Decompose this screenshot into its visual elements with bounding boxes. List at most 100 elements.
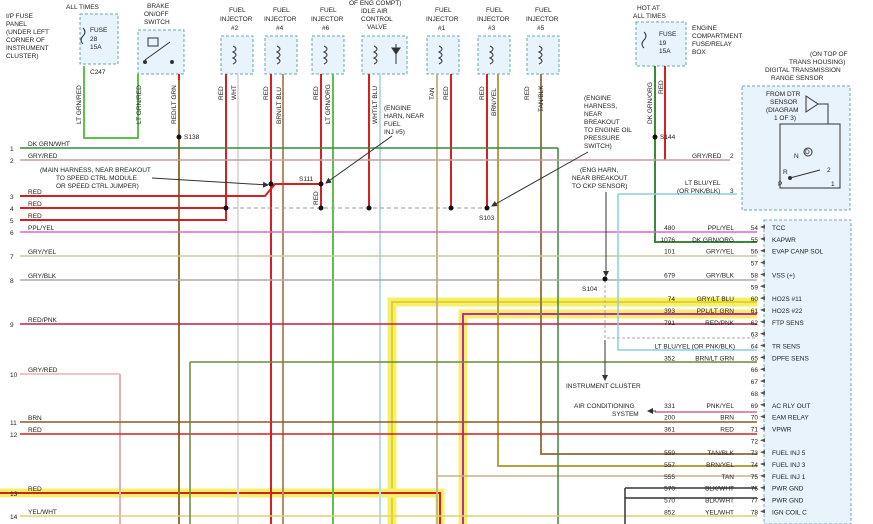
pcm-wire-color: RED/PNK [705,320,735,327]
pcm-pin-name: FUEL INJ 1 [772,474,806,481]
pcm-circuit-number: 570 [664,498,675,505]
svg-text:INJECTOR: INJECTOR [526,16,559,23]
svg-text:SWITCH): SWITCH) [584,143,612,150]
svg-text:INJECTOR: INJECTOR [264,16,297,23]
svg-text:1: 1 [831,181,835,188]
pcm-circuit-number: 101 [664,249,675,256]
svg-text:2: 2 [827,167,831,174]
pcm-wire-color: TAN/BLK [707,450,734,457]
svg-text:19: 19 [659,40,667,47]
pcm-pin-number: 62 [751,320,759,327]
svg-text:BOX: BOX [692,49,706,56]
left-row-labels: 1DK GRN/WHT2GRY/RED3RED4RED5RED6PPL/YEL7… [10,141,70,521]
svg-text:FUEL: FUEL [435,7,452,14]
pcm-wire-color: PPL/YEL [708,225,735,232]
pin-arrow-icon [760,307,765,312]
svg-text:TAN/BLK: TAN/BLK [538,85,545,112]
svg-text:OR SPEED CTRL JUMPER): OR SPEED CTRL JUMPER) [56,183,139,190]
pcm-pin-number: 63 [751,332,759,339]
pcm-circuit-number: 361 [664,426,675,433]
svg-text:RED: RED [313,86,320,100]
pin-arrow-icon [760,462,765,466]
row-number: 11 [10,420,17,427]
svg-text:S103: S103 [479,215,495,222]
pin-arrow-icon [760,236,765,241]
svg-text:FUEL: FUEL [486,7,503,14]
row-wire-color: DK GRN/WHT [28,141,70,148]
svg-text:AIR CONDITIONING: AIR CONDITIONING [574,403,635,410]
svg-text:S111: S111 [299,176,314,183]
fuse-19: FUSE 19 15A HOT AT ALL TIMES [633,5,687,67]
pcm-circuit-number: 352 [664,355,675,362]
row-number: 9 [10,322,14,329]
svg-text:FUEL: FUEL [384,121,401,128]
svg-text:PANEL: PANEL [6,21,27,28]
pcm-wire-color: RED [720,426,734,433]
svg-text:WHT/LT BLU: WHT/LT BLU [372,86,379,124]
svg-text:#3: #3 [488,25,496,32]
svg-text:TAN: TAN [429,87,436,100]
vertical-wire-labels: LT GRN/RED LT GRN/RED RED/LT GRN RED WHT… [76,80,665,205]
svg-text:N: N [794,153,799,160]
svg-text:FUSE/RELAY: FUSE/RELAY [692,41,733,48]
pcm-wire-color: BRN/YEL [706,462,734,469]
pcm-wire-color: BLK/WHT [705,498,734,505]
svg-text:RED: RED [443,86,450,100]
splice-labels: S138 S111 S103 S144 S104 [184,134,676,293]
row-number: 5 [10,218,14,225]
svg-text:(ON TOP OF: (ON TOP OF [810,51,848,58]
pcm-circuit-number: 331 [664,403,675,410]
digital-transmission-range-sensor: (ON TOP OF TRANS HOUSING) DIGITAL TRANSM… [741,51,851,211]
row-number: 8 [10,278,14,285]
svg-text:28: 28 [90,36,98,43]
pcm-wire-color: GRY/YEL [706,249,734,256]
pcm-pin-name: TR SENS [772,344,801,351]
svg-text:DIGITAL TRANSMISSION: DIGITAL TRANSMISSION [765,67,841,74]
row-number: 12 [10,432,18,439]
pcm-pin-name: EAM RELAY [772,415,809,422]
svg-text:LT GRN/RED: LT GRN/RED [136,85,143,124]
svg-text:TO CKP SENSOR): TO CKP SENSOR) [572,183,627,190]
svg-text:R: R [783,169,788,176]
pcm-wire-color: BLK/WHT [705,486,734,493]
row-number: 4 [10,206,14,213]
row-number: 2 [10,158,14,165]
svg-text:1 OF 3): 1 OF 3) [774,115,796,122]
pin-arrow-icon [760,331,765,336]
splice-points [176,134,658,282]
svg-text:RED: RED [263,86,270,100]
svg-text:IDLE AIR: IDLE AIR [361,8,388,15]
svg-text:FUEL: FUEL [320,7,337,14]
svg-text:FUSE: FUSE [659,31,677,38]
svg-text:LT BLU/YEL: LT BLU/YEL [685,180,721,187]
pcm-pin-number: 67 [751,379,759,386]
pcm-pin-name: EVAP CANP SOL [772,249,824,256]
pcm-pin-number: 55 [751,237,759,244]
row-wire-color: GRY/RED [28,367,58,374]
pcm-pin-name: KAPWR [772,237,796,244]
row-number: 7 [10,254,14,261]
pin-arrow-icon [760,497,765,502]
pcm-pin-number: 56 [751,249,759,256]
svg-text:(ENG HARN,: (ENG HARN, [580,167,618,174]
pcm-pin-name: PWR GND [772,486,804,493]
pcm-wire-color: DK GRN/ORG [692,237,734,244]
pcm-pin-name: HO2S #22 [772,308,803,315]
pcm-pin-number: 68 [751,391,759,398]
svg-text:RED: RED [524,86,531,100]
fuse-28-icon [80,27,86,45]
svg-text:NEAR BREAKOUT: NEAR BREAKOUT [572,175,628,182]
row-wire-color: BRN [28,415,42,422]
svg-text:INJECTOR: INJECTOR [220,16,253,23]
svg-text:RED: RED [658,80,665,94]
pcm-pin-number: 76 [751,486,759,493]
row-wire-color: GRY/BLK [28,273,57,280]
row-wire-color: RED [28,189,42,196]
pcm-circuit-number: 200 [664,415,675,422]
svg-text:(UNDER LEFT: (UNDER LEFT [6,29,49,36]
svg-text:HOT AT: HOT AT [637,5,660,12]
svg-text:(DIAGRAM: (DIAGRAM [766,107,799,114]
pcm-circuit-number: 1076 [661,237,676,244]
